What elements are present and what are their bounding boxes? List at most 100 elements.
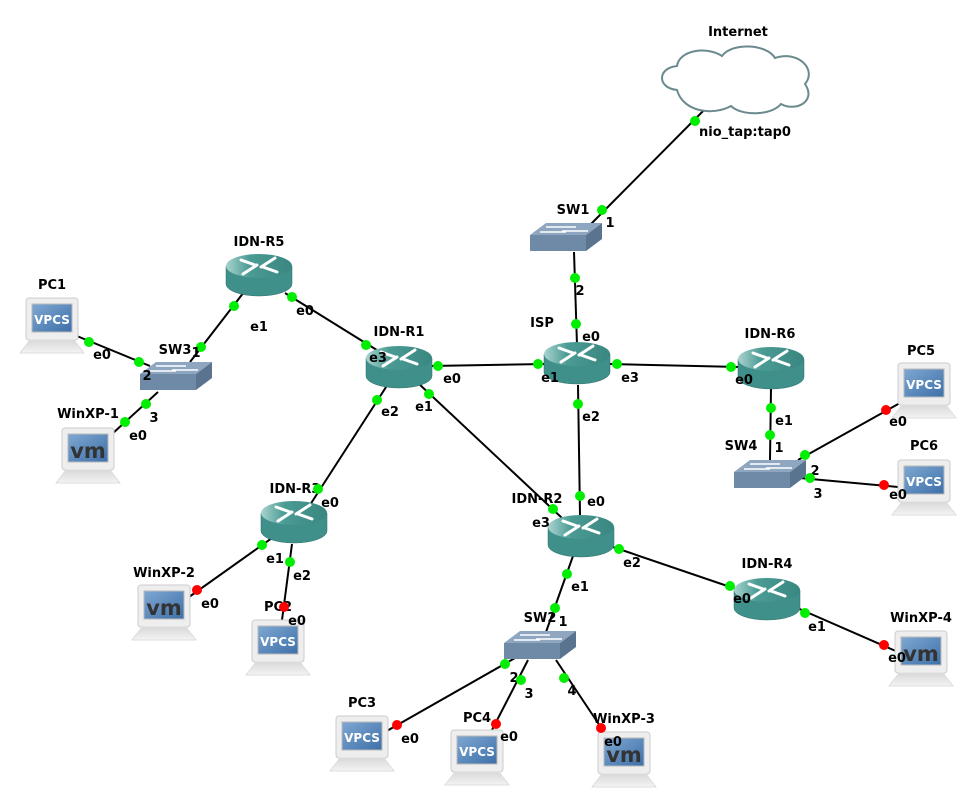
port-status-winxp3-e0	[596, 723, 606, 733]
port-label-isp: e3	[621, 371, 639, 386]
node-r2[interactable]: IDN-R2	[512, 492, 615, 558]
port-label-r1: e1	[415, 400, 433, 415]
node-label: SW2	[524, 611, 557, 626]
port-status-pc4-e0	[491, 719, 501, 729]
port-status-sw2-4	[559, 673, 569, 683]
vpcs-logo-icon: VPCS	[34, 313, 70, 327]
port-label-isp: e2	[582, 410, 600, 425]
computer-icon: VPCS	[890, 362, 958, 419]
port-label-pc2: e0	[288, 614, 306, 629]
port-label-r3: e0	[321, 496, 339, 511]
node-r3[interactable]: IDN-R3	[260, 482, 328, 544]
computer-icon: VPCS	[890, 459, 958, 516]
port-label-pc5: e0	[889, 415, 907, 430]
port-status-winxp1-e0	[120, 417, 130, 427]
computer-icon: VPCS	[244, 619, 312, 676]
node-label: ISP	[530, 316, 554, 331]
node-internet[interactable]: Internet	[661, 25, 810, 115]
link-isp-r6[interactable]	[609, 363, 741, 368]
node-label: IDN-R1	[374, 325, 425, 340]
node-sw1[interactable]: SW1	[530, 203, 602, 251]
port-label-pc4: e0	[500, 730, 518, 745]
link-r6-sw4[interactable]	[769, 387, 772, 461]
computer-icon: vm	[590, 731, 658, 788]
computer-icon: VPCS	[443, 729, 511, 786]
port-label-pc3: e0	[401, 732, 419, 747]
port-status-sw4-1	[765, 430, 775, 440]
node-sw3[interactable]: SW3	[140, 343, 212, 390]
port-label-sw2: 3	[524, 687, 533, 702]
link-r2-sw2[interactable]	[545, 555, 574, 633]
node-r1[interactable]: IDN-R1	[365, 325, 433, 389]
port-label-r1: e2	[381, 405, 399, 420]
port-label-r2: e0	[587, 495, 605, 510]
port-label-r6: e0	[735, 373, 753, 388]
port-status-pc3-e0	[392, 720, 402, 730]
nodes-layer: InternetSW1ISPIDN-R6IDN-R1IDN-R5SW3VPCSP…	[18, 25, 958, 788]
vpcs-logo-icon: VPCS	[906, 378, 942, 392]
port-status-r1-e3	[361, 340, 371, 350]
port-status-sw1-1	[597, 205, 607, 215]
port-status-r6-e0	[726, 362, 736, 372]
node-winxp3[interactable]: vm WinXP-3	[590, 712, 658, 788]
vm-logo-icon: vm	[146, 596, 182, 620]
node-sw2[interactable]: SW2	[504, 611, 576, 659]
link-isp-r1[interactable]	[429, 363, 546, 367]
router-icon	[365, 346, 433, 389]
port-label-sw2: 2	[509, 671, 518, 686]
vpcs-logo-icon: VPCS	[906, 475, 942, 489]
port-label-sw3: 1	[191, 346, 200, 361]
node-r5[interactable]: IDN-R5	[225, 235, 293, 297]
port-status-isp-e2	[573, 399, 583, 409]
port-status-r2-e0	[575, 491, 585, 501]
port-label-internet: nio_tap:tap0	[699, 125, 791, 140]
port-label-r3: e1	[266, 552, 284, 567]
computer-icon: vm	[130, 584, 198, 641]
port-label-isp: e1	[541, 371, 559, 386]
port-status-isp-e3	[612, 359, 622, 369]
node-label: SW1	[557, 203, 590, 218]
port-status-pc1-e0	[84, 337, 94, 347]
port-label-r2: e2	[623, 556, 641, 571]
node-sw4[interactable]: SW4	[725, 439, 806, 488]
computer-icon: vm	[887, 630, 955, 687]
port-status-internet-nio_tap:tap0	[690, 116, 700, 126]
port-status-isp-e0	[571, 319, 581, 329]
node-isp[interactable]: ISP	[530, 316, 611, 385]
link-r1-r2[interactable]	[417, 382, 563, 519]
port-status-sw3-2	[134, 357, 144, 367]
port-label-r4: e1	[808, 620, 826, 635]
node-r6[interactable]: IDN-R6	[737, 327, 805, 390]
port-status-r2-e1	[562, 569, 572, 579]
port-status-r1-e0	[433, 361, 443, 371]
port-status-r4-e1	[800, 608, 810, 618]
link-r2-r4[interactable]	[609, 545, 746, 593]
node-label: IDN-R5	[234, 235, 285, 250]
port-status-r1-e2	[372, 395, 382, 405]
node-label: WinXP-3	[593, 712, 655, 727]
node-r4[interactable]: IDN-R4	[733, 557, 801, 621]
link-sw1-isp[interactable]	[573, 251, 578, 346]
link-sw3-winxp1[interactable]	[111, 391, 159, 435]
port-status-sw3-1	[196, 342, 206, 352]
node-label: IDN-R4	[742, 557, 793, 572]
node-label: WinXP-1	[57, 407, 119, 422]
node-label: IDN-R6	[745, 327, 796, 342]
node-label: SW3	[159, 343, 192, 358]
router-icon	[547, 515, 615, 558]
link-sw2-pc3[interactable]	[384, 657, 516, 733]
port-status-sw2-3	[516, 675, 526, 685]
link-sw2-pc4[interactable]	[491, 659, 529, 731]
